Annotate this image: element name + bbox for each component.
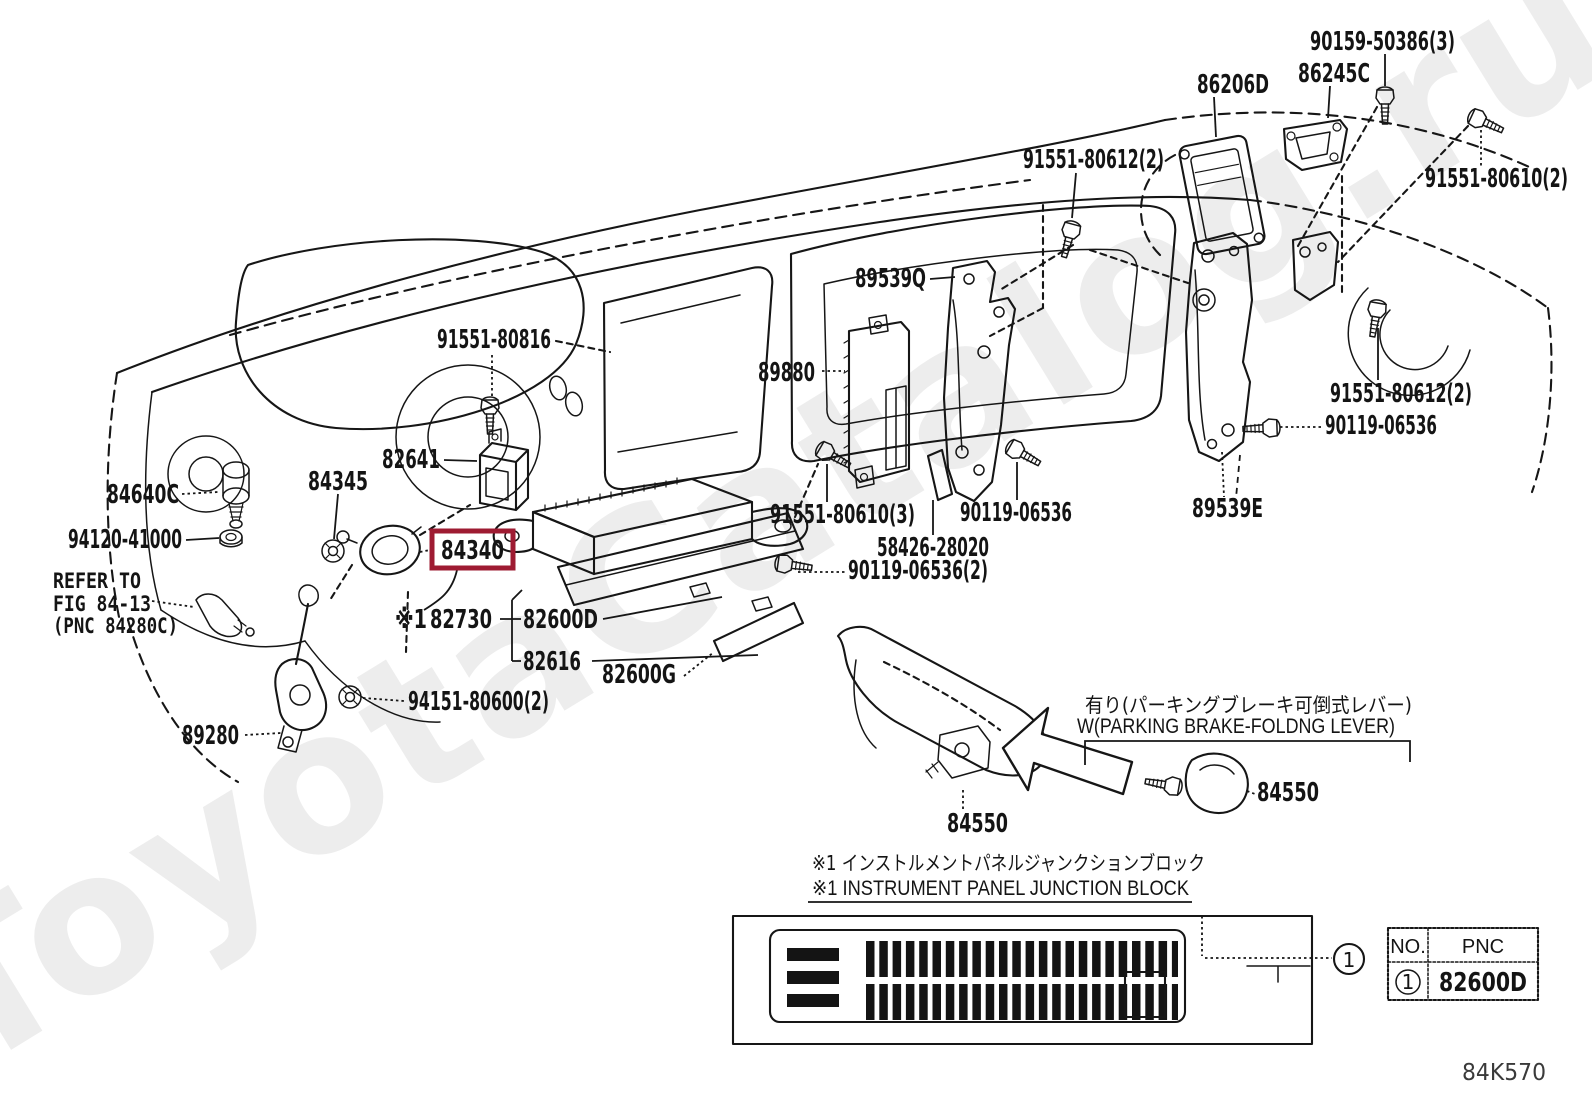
part-label-86206d[interactable]: 86206D — [1197, 70, 1269, 100]
part-labels: 90159-50386(3) 86245C 86206D 91551-80610… — [68, 27, 1568, 839]
notes: REFER TO FIG 84-13 (PNC 84280C) 有り(パーキング… — [53, 569, 1546, 1086]
part-label-84550-right[interactable]: 84550 — [1257, 778, 1319, 808]
part-label-90119-06536-mid[interactable]: 90119-06536 — [960, 498, 1072, 528]
part-label-91551-80610-3[interactable]: 91551-80610(3) — [770, 500, 915, 530]
bracket-86245c — [1282, 118, 1349, 172]
part-label-94120-41000[interactable]: 94120-41000 — [68, 525, 182, 555]
table-header-pnc: PNC — [1462, 936, 1504, 958]
part-label-90119-06536-right[interactable]: 90119-06536 — [1325, 411, 1437, 441]
bracket-right-upper — [1291, 230, 1340, 302]
nut-94120 — [219, 529, 243, 548]
note-parking-jp: 有り(パーキングブレーキ可倒式レバー) — [1085, 693, 1412, 717]
callout-1: 1 — [1343, 948, 1356, 972]
bracket-89539q — [942, 259, 1017, 503]
junction-block-assy-82730 — [492, 477, 809, 663]
part-label-89280[interactable]: 89280 — [182, 721, 239, 751]
part-label-91551-80816[interactable]: 91551-80816 — [437, 325, 551, 355]
table-pnc-value[interactable]: 82600D — [1439, 968, 1527, 998]
switch-84340 — [336, 524, 422, 576]
pnc-table: NO. PNC 1 82600D — [1386, 926, 1540, 1002]
table-callout-1-circle — [1395, 969, 1421, 995]
part-label-91551-80612-2-right[interactable]: 91551-80612(2) — [1330, 379, 1472, 409]
table-header-no: NO. — [1390, 936, 1426, 958]
parts-line-art — [195, 86, 1508, 814]
dashboard-line-art — [106, 105, 1553, 784]
part-label-84550-lever[interactable]: 84550 — [947, 809, 1008, 839]
part-label-84640c[interactable]: 84640C — [107, 480, 179, 510]
callout-1-circle — [1332, 942, 1366, 976]
part-label-91551-80610-2[interactable]: 91551-80610(2) — [1425, 164, 1568, 194]
note-refer-line2: FIG 84-13 — [53, 592, 151, 616]
switch-84550-right — [1143, 752, 1249, 814]
ecu-89880 — [843, 314, 911, 489]
part-label-82641[interactable]: 82641 — [382, 445, 440, 475]
ecu-86206d — [1178, 134, 1266, 256]
sensor-84640c — [222, 461, 250, 529]
part-label-84340-highlighted[interactable]: 84340 — [441, 536, 504, 566]
note-asterisk-1: ※1 — [395, 605, 427, 635]
part-label-89539e[interactable]: 89539E — [1192, 494, 1263, 524]
highlight-box-84340 — [429, 528, 516, 571]
switch-refer-part — [195, 593, 255, 638]
bolt-80816 — [480, 396, 500, 435]
leader-lines — [151, 54, 1482, 812]
part-label-84345[interactable]: 84345 — [308, 467, 368, 497]
part-label-82600g[interactable]: 82600G — [602, 660, 676, 690]
pin-58426 — [926, 448, 954, 502]
figure-code: 84K570 — [1462, 1060, 1546, 1086]
part-label-86245c[interactable]: 86245C — [1298, 59, 1370, 89]
note-junction-en: ※1 INSTRUMENT PANEL JUNCTION BLOCK — [812, 877, 1189, 900]
part-label-58426-28020[interactable]: 58426-28020 — [877, 533, 989, 563]
note-junction-jp: ※1 インストルメントパネルジャンクションブロック — [812, 851, 1205, 875]
part-label-91551-80612-2-top[interactable]: 91551-80612(2) — [1023, 145, 1164, 175]
note-refer-line3: (PNC 84280C) — [53, 614, 178, 638]
table-callout-1: 1 — [1402, 970, 1415, 994]
direction-arrow — [1001, 706, 1134, 796]
switch-89280 — [274, 584, 328, 753]
part-label-82730[interactable]: 82730 — [430, 605, 492, 635]
bolt-90119-right — [1241, 417, 1282, 439]
note-refer-line1: REFER TO — [53, 569, 141, 593]
part-label-94151-80600-2[interactable]: 94151-80600(2) — [408, 687, 549, 717]
relay-82641 — [478, 428, 530, 512]
part-label-89880[interactable]: 89880 — [758, 358, 815, 388]
junction-block-inset: 1 — [731, 914, 1366, 1046]
bracket-89539e — [1184, 231, 1254, 463]
part-label-89539q[interactable]: 89539Q — [855, 264, 926, 294]
note-parking-en: W(PARKING BRAKE-FOLDNG LEVER) — [1077, 715, 1395, 738]
part-label-82616[interactable]: 82616 — [523, 647, 581, 677]
part-label-90159-50386[interactable]: 90159-50386(3) — [1310, 27, 1455, 57]
part-label-90119-06536-2[interactable]: 90119-06536(2) — [848, 556, 988, 586]
part-label-82600d[interactable]: 82600D — [523, 605, 598, 635]
